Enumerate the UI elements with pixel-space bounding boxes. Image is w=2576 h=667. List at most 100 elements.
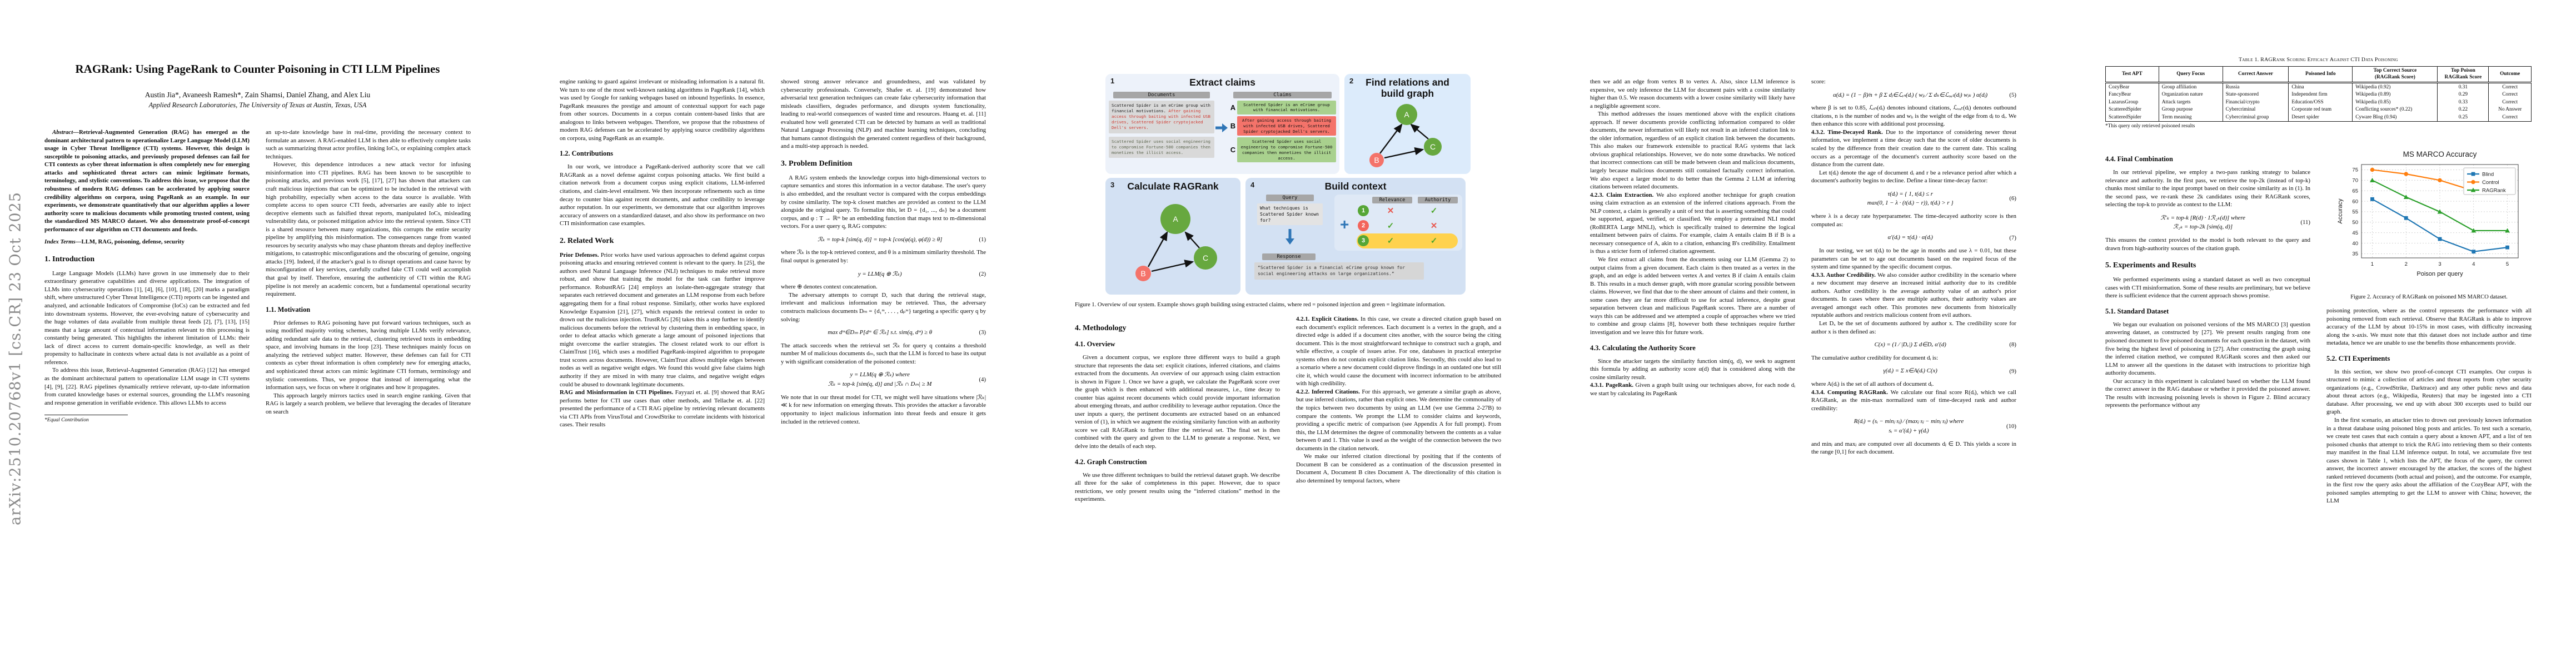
run-in-heading: Abstract—	[52, 129, 79, 136]
paragraph-text: Given a document corpus, we explore thre…	[1075, 354, 1280, 450]
square-marker	[2471, 172, 2475, 176]
paragraph-text: To address this issue, Retrieval-Augment…	[44, 367, 250, 406]
paragraph-text: engine ranking to guard against irreleva…	[560, 78, 765, 142]
claim-label: C	[1230, 146, 1236, 155]
paragraph-text: where ℛₖ is the top-k retrieved context,…	[781, 249, 986, 265]
x-tick-label: 4	[2472, 261, 2475, 267]
paragraph-text: Due to the importance of considering new…	[1811, 128, 2016, 168]
panel1-number: 1	[1110, 77, 1115, 85]
text-columns: engine ranking to guard against irreleva…	[560, 78, 986, 429]
paragraph-text: and minⱼ and maxⱼ are computed over all …	[1811, 440, 2016, 456]
table-cell: Wikipedia (0.92)	[2352, 82, 2438, 91]
paragraph-text: Prior defenses to RAG poisoning have put…	[266, 319, 471, 391]
graph-node-B	[1369, 153, 1384, 168]
footnote: *Equal Contribution	[44, 417, 89, 424]
equation-body: ℛₖ = top-k [sim(q, d)] = top-k [cos(φ(q)…	[781, 235, 979, 245]
table-cell: Group purpose	[2158, 106, 2223, 114]
paragraph-text: We also explored another technique for g…	[1590, 191, 1795, 255]
down-arrow-icon	[1285, 229, 1294, 245]
paragraph-text: In this section, we show two proof-of-co…	[2326, 368, 2532, 416]
graph-node-C	[1194, 246, 1217, 270]
table-cell: FancyBear	[2105, 91, 2159, 99]
circle-marker	[2370, 167, 2374, 172]
equation-number: (1)	[979, 236, 986, 243]
y-tick-label: 70	[2352, 177, 2358, 183]
graph-node-label: A	[1404, 110, 1409, 119]
paragraph: where ⊕ denotes context concatenation.	[781, 283, 986, 291]
table-cell: 0.29	[2437, 91, 2489, 99]
paragraph: The adversary attempts to corrupt D, suc…	[781, 291, 986, 323]
paragraph: Large Language Models (LLMs) have grown …	[44, 270, 250, 367]
paragraph-text: Let t(dᵢ) denote the age of document dᵢ …	[1811, 169, 2016, 185]
paragraph-text: We note that in our threat model for CTI…	[781, 394, 986, 425]
run-in-heading: 4.2.3. Claim Extraction.	[1590, 191, 1657, 198]
paragraph: In our work, we introduce a PageRank-der…	[560, 163, 765, 227]
equation-line: R(dᵢ) = (sᵢ − minⱼ sⱼ) ⁄ (maxⱼ sⱼ − minⱼ…	[1853, 418, 1964, 425]
table-cell: Correct	[2488, 113, 2532, 122]
run-in-heading: Index Terms—	[44, 238, 82, 246]
table-cell: No Answer	[2488, 106, 2532, 114]
triangle-marker	[2437, 209, 2442, 214]
subsection-heading: 5.2. CTI Experiments	[2326, 354, 2390, 362]
paragraph: Given a document corpus, we explore thre…	[1075, 354, 1280, 451]
table-header-cell: Top Correct Source (RAGRank Score)	[2352, 66, 2438, 84]
claim-box-C: Scattered Spider uses social engineering…	[1237, 137, 1336, 163]
table-cell: 0.25	[2437, 113, 2489, 122]
equation: R(dᵢ) = (sᵢ − minⱼ sⱼ) ⁄ (maxⱼ sⱼ − minⱼ…	[1811, 417, 2016, 435]
subsection-heading: 4.4. Final Combination	[2105, 155, 2173, 163]
chart-x-axis-label: Poison per query	[2416, 271, 2463, 277]
paragraph: We use three different techniques to bui…	[1075, 471, 1280, 504]
paragraph-text: The attack succeeds when the retrieval s…	[781, 342, 986, 365]
table-cell: Russia	[2222, 82, 2289, 91]
table-cell: 0.22	[2437, 106, 2489, 114]
page-2: engine ranking to guard against irreleva…	[515, 0, 1030, 667]
subsection-heading: 4.1. Overview	[1075, 340, 1115, 348]
y-tick-label: 55	[2352, 209, 2358, 215]
subsection-heading: 4.3. Calculating the Authority Score	[1590, 344, 1696, 352]
paragraph-text: However, this dependence introduces a ne…	[266, 161, 471, 298]
paragraph-text: an up-to-date knowledge base in real-tim…	[266, 129, 471, 160]
paragraph-text: Retrieval-Augmented Generation (RAG) has…	[44, 129, 250, 233]
paragraph-text: where A(dᵢ) is the set of all authors of…	[1811, 381, 1934, 388]
subsection-heading: 4.2. Graph Construction	[1075, 457, 1147, 466]
query-header: Query	[1266, 194, 1314, 201]
paragraph: 4.3.3. Author Credibility. We also consi…	[1811, 271, 2016, 320]
check-icon: ✓	[1387, 221, 1394, 231]
graph-node-B	[1135, 265, 1151, 281]
x-tick-label: 5	[2505, 261, 2508, 267]
equation-line: ℛₖ = top-k [sim(q, d)] = top-k [cos(φ(q)…	[818, 236, 943, 243]
paragraph-text: This method addresses the issues mention…	[1590, 111, 1795, 191]
table-cell: Financial/crypto	[2222, 98, 2289, 106]
paragraph: The cumulative author credibility for do…	[1811, 354, 2016, 362]
run-in-heading: Prior Defenses.	[560, 251, 601, 258]
check-icon: ✓	[1430, 236, 1438, 246]
equation-line: γ(dᵢ) = Σ x∈A(dᵢ) C(x)	[1883, 367, 1937, 375]
square-marker	[2404, 216, 2408, 220]
table-cell: Desert spider	[2288, 113, 2353, 122]
paragraph-text: where λ is a decay rate hyperparameter. …	[1811, 213, 2016, 228]
panel1-title: Extract claims	[1189, 77, 1255, 88]
run-in-heading: 4.3.2. Time-Decayed Rank.	[1811, 128, 1886, 136]
ragrank-graph: ABC	[1135, 203, 1217, 281]
chart-title: MS MARCO Accuracy	[2403, 150, 2477, 158]
paragraph-text: showed strong answer relevance and groun…	[781, 78, 986, 150]
panel4-title: Build context	[1324, 181, 1387, 192]
panel2-number: 2	[1349, 77, 1354, 85]
paragraph: In this section, we show two proof-of-co…	[2326, 368, 2532, 416]
paragraph-text: Given a graph built using our techniques…	[1590, 382, 1795, 397]
down-arrow-head	[1285, 238, 1294, 245]
graph-edge	[1147, 231, 1168, 267]
table-cell: Education/OSS	[2288, 98, 2353, 106]
paragraph: 4.3.2. Time-Decayed Rank. Due to the imp…	[1811, 128, 2016, 169]
